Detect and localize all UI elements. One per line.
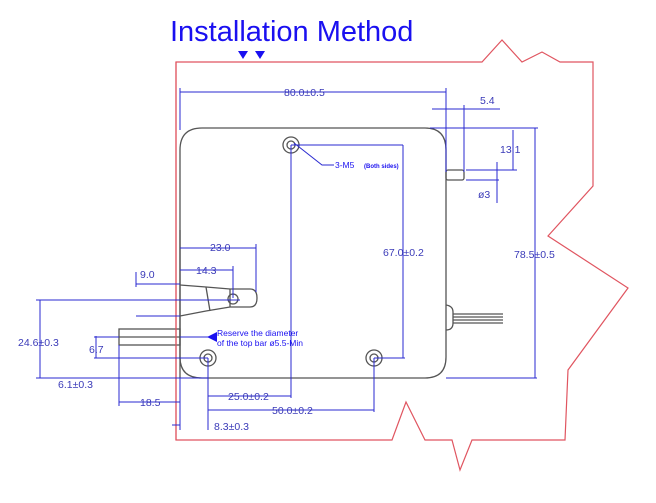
dim-hole-spacing-25: 25.0±0.2 (228, 391, 269, 403)
dim-bar-height: 6.7 (89, 344, 104, 356)
dim-bracket-height: 24.6±0.3 (18, 337, 59, 349)
dim-bar-length: 18.5 (140, 397, 161, 409)
note-reserve-line2: of the top bar ø5.5-Min (217, 338, 303, 348)
arrow-down-icon (255, 51, 265, 59)
arrow-down-icon (238, 51, 248, 59)
dim-hole-spacing-50: 50.0±0.2 (272, 405, 313, 417)
dim-overall-width: 80.0±0.5 (284, 87, 325, 99)
break-line-boundary (175, 39, 629, 472)
dim-bracket-thickness: 9.0 (140, 269, 155, 281)
cable-connector (445, 304, 454, 331)
dim-edge-offset: 8.3±0.3 (214, 421, 249, 433)
dimension-lines (36, 88, 538, 430)
arrow-left-icon (207, 332, 217, 342)
note-mount-holes: 3-M5 (335, 160, 355, 170)
dim-bracket-hole-offset: 14.3 (196, 265, 217, 277)
dim-bracket-length: 23.0 (210, 242, 231, 254)
body-outline (179, 127, 447, 379)
dim-shaft-offset: 5.4 (480, 95, 495, 107)
dim-bottom-offset: 6.1±0.3 (58, 379, 93, 391)
shaft (445, 169, 465, 181)
page-title: Installation Method (170, 16, 414, 48)
bracket (179, 284, 258, 317)
dim-shaft-diameter: ø3 (478, 189, 490, 201)
note-mount-holes-sides: (Both sides) (364, 164, 399, 170)
note-reserve-line1: Reserve the diameter (217, 328, 298, 338)
dim-shaft-height: 13.1 (500, 144, 521, 156)
dim-hole-spacing-vertical: 67.0±0.2 (383, 247, 424, 259)
dim-overall-height: 78.5±0.5 (514, 249, 555, 261)
